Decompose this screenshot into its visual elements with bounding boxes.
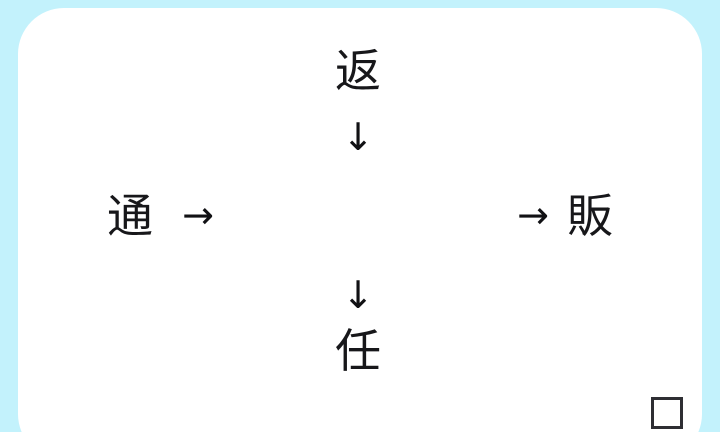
kanji-top: 返: [335, 44, 381, 98]
white-card-panel: [18, 8, 702, 432]
arrow-down-top-icon: ↓: [342, 115, 374, 159]
blank-answer-box[interactable]: [651, 397, 683, 429]
arrow-down-bottom-icon: ↓: [342, 273, 374, 317]
arrow-right-right-icon: →: [517, 193, 549, 237]
blank-answer-cell[interactable]: [308, 196, 683, 429]
kanji-right: 販: [567, 189, 613, 243]
kanji-bottom: 任: [335, 324, 381, 378]
arrow-right-left-icon: →: [182, 193, 214, 237]
kanji-left: 通: [107, 189, 153, 243]
